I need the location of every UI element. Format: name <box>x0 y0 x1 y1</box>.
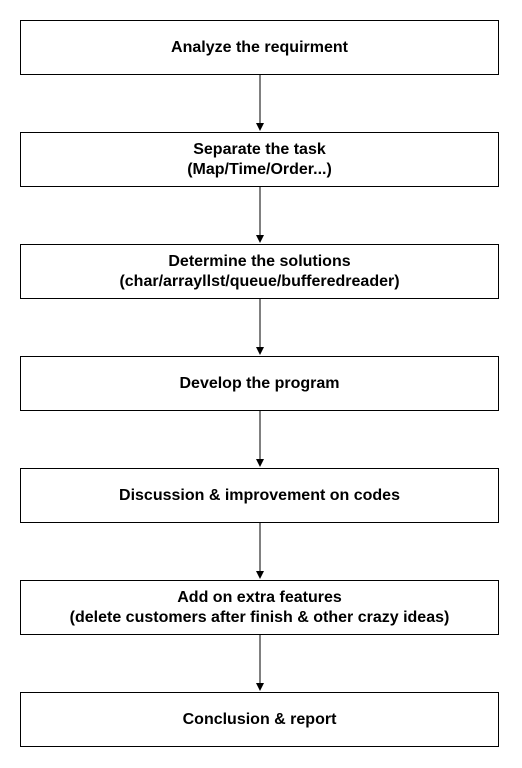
step-label: Analyze the requirment <box>171 38 348 56</box>
step-discussion-improvement: Discussion & improvement on codes <box>20 468 499 523</box>
step-label: Develop the program <box>179 374 340 392</box>
step-conclusion-report: Conclusion & report <box>20 692 499 747</box>
step-label: Discussion & improvement on codes <box>119 486 400 504</box>
step-extra-features: Add on extra features (delete customers … <box>20 580 499 635</box>
step-label: Add on extra features <box>177 588 342 606</box>
step-sublabel: (delete customers after finish & other c… <box>69 608 450 626</box>
arrowhead-4-5 <box>256 459 264 467</box>
step-label: Separate the task <box>193 140 326 158</box>
step-sublabel: (Map/Time/Order...) <box>187 160 332 178</box>
step-label: Determine the solutions <box>168 252 351 270</box>
step-determine-solutions: Determine the solutions (char/arrayllst/… <box>20 244 499 299</box>
step-analyze-requirement: Analyze the requirment <box>20 20 499 75</box>
arrowhead-2-3 <box>256 235 264 243</box>
arrowhead-6-7 <box>256 683 264 691</box>
step-separate-task: Separate the task (Map/Time/Order...) <box>20 132 499 187</box>
step-label: Conclusion & report <box>182 710 337 728</box>
arrowhead-5-6 <box>256 571 264 579</box>
step-sublabel: (char/arrayllst/queue/bufferedreader) <box>119 272 400 290</box>
step-develop-program: Develop the program <box>20 356 499 411</box>
arrowhead-1-2 <box>256 123 264 131</box>
arrowhead-3-4 <box>256 347 264 355</box>
